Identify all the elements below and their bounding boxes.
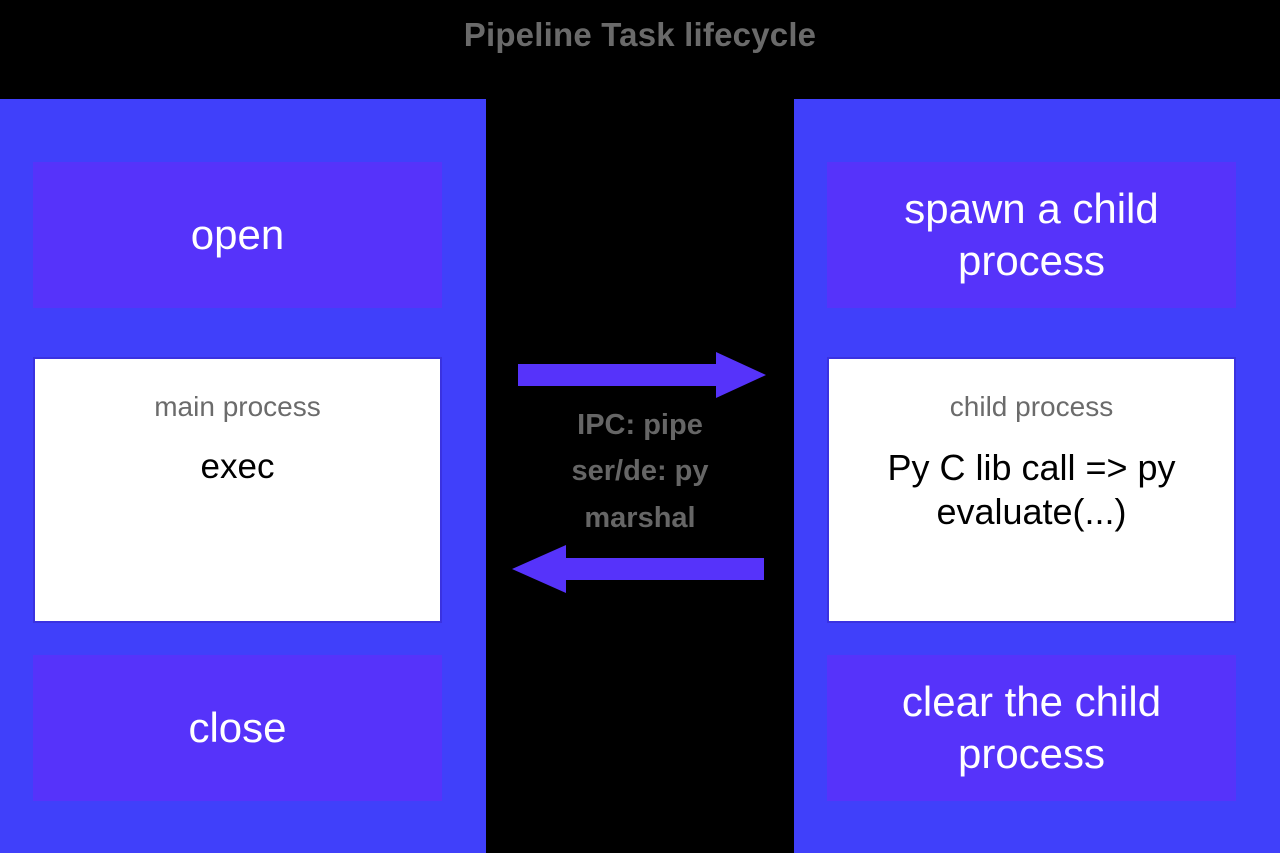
main-process-body: exec (200, 447, 275, 486)
stage-box-clear-child[interactable]: clear the child process (827, 655, 1236, 801)
main-process-caption: main process (154, 391, 321, 422)
ipc-label: IPC: pipe ser/de: py marshal (486, 402, 794, 541)
arrow-right-icon (518, 352, 766, 398)
stage-box-open-label: open (190, 210, 285, 258)
arrow-left-icon (512, 545, 764, 593)
stage-box-spawn-child-label: spawn a child process (904, 184, 1159, 284)
stage-box-close[interactable]: close (33, 655, 442, 801)
stage-box-spawn-child[interactable]: spawn a child process (827, 162, 1236, 308)
child-process-caption: child process (949, 391, 1114, 422)
ipc-label-line-3: marshal (584, 501, 696, 534)
child-process-body: Py C lib call => py evaluate(...) (887, 447, 1176, 532)
child-process-box[interactable]: child process Py C lib call => py evalua… (827, 357, 1236, 623)
stage-box-open[interactable]: open (33, 162, 442, 308)
ipc-label-line-1: IPC: pipe (577, 409, 703, 441)
main-process-box[interactable]: main process exec (33, 357, 442, 623)
page-title: Pipeline Task lifecycle (463, 16, 817, 53)
stage-box-clear-child-label: clear the child process (901, 677, 1162, 777)
stage-box-close-label: close (188, 703, 287, 751)
title-bar: Pipeline Task lifecycle (0, 0, 1280, 99)
ipc-column (486, 99, 794, 853)
ipc-label-line-2: ser/de: py (571, 455, 709, 488)
